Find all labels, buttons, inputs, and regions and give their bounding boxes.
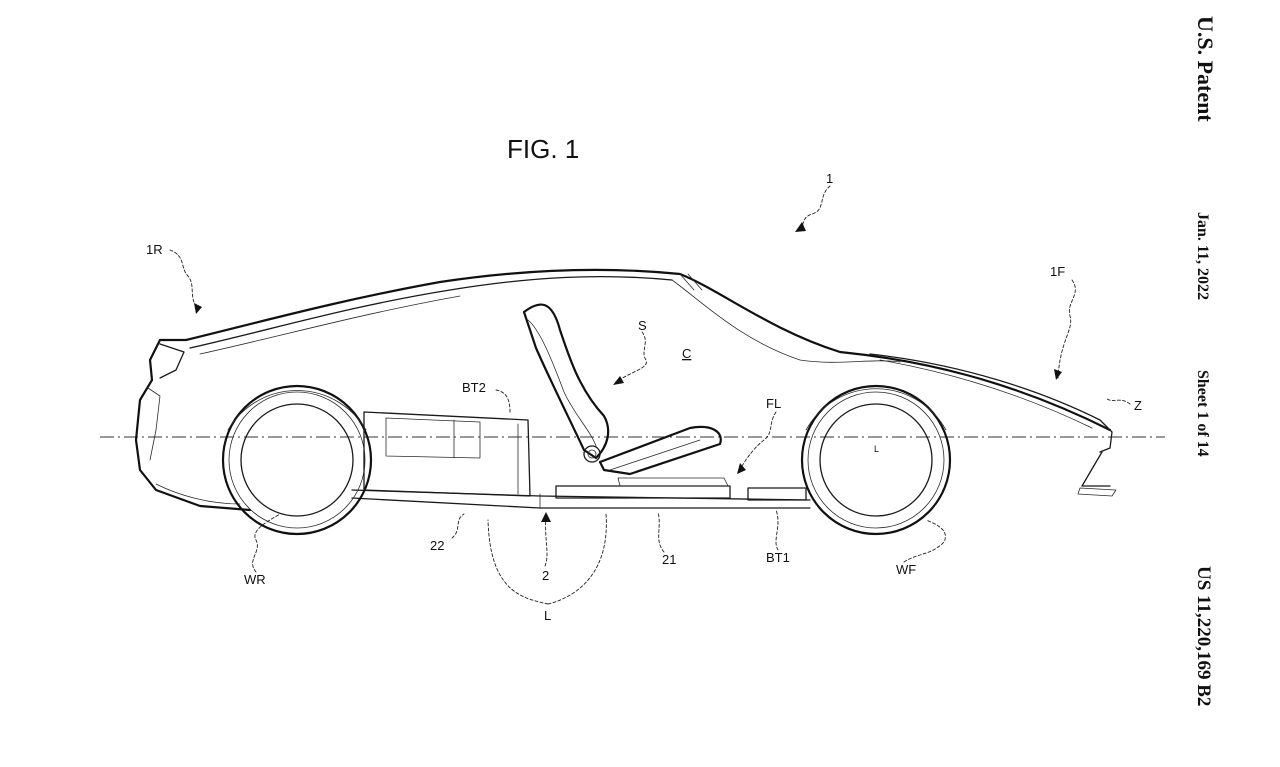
reference-labels: 1 1R 1F S C BT2 FL Z L 22 21 2 BT1 WF WR…: [146, 171, 1142, 623]
ref-wheel-rear: WR: [244, 572, 266, 587]
ref-battery-rear: BT2: [462, 380, 486, 395]
ref-underbody-front: 21: [662, 552, 676, 567]
ref-axis-l-small: L: [874, 444, 879, 454]
header-date: Jan. 11, 2022: [1194, 212, 1211, 300]
patent-header: U.S. Patent Jan. 11, 2022 Sheet 1 of 14 …: [1193, 16, 1218, 706]
header-sheet: Sheet 1 of 14: [1194, 370, 1211, 457]
arrowheads: [194, 222, 1062, 522]
ref-frame: 2: [542, 568, 549, 583]
ref-battery-front: BT1: [766, 550, 790, 565]
ref-floor: FL: [766, 396, 781, 411]
ref-underbody-rear: 22: [430, 538, 444, 553]
header-title: U.S. Patent: [1193, 16, 1218, 122]
ref-axis-z: Z: [1134, 398, 1142, 413]
ref-seat: S: [638, 318, 647, 333]
ref-vehicle: 1: [826, 171, 833, 186]
ref-wheel-front: WF: [896, 562, 916, 577]
front-battery-pack: [539, 477, 807, 509]
rear-wheel: [221, 384, 373, 536]
front-wheel: [800, 384, 952, 536]
rear-battery-pack: [363, 411, 531, 497]
ref-front: 1F: [1050, 264, 1065, 279]
seat: [522, 303, 722, 476]
figure-title: FIG. 1: [507, 134, 579, 164]
ref-rear: 1R: [146, 242, 163, 257]
leader-lines: [169, 185, 1131, 605]
ref-longitudinal: L: [544, 608, 551, 623]
header-patent-number: US 11,220,169 B2: [1193, 566, 1214, 706]
ref-cabin: C: [682, 346, 691, 361]
